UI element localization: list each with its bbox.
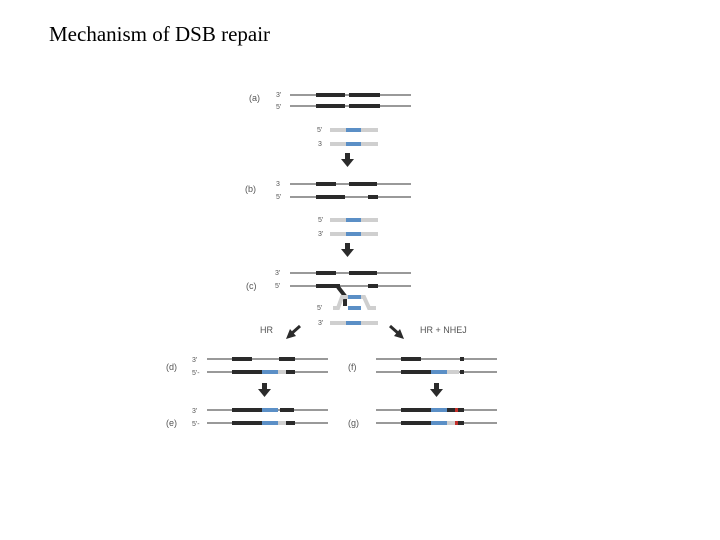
- step-label-g: (g): [348, 418, 359, 428]
- chromosome-segment: [316, 195, 345, 199]
- homology-region: [262, 408, 278, 412]
- step-c: (c) 3' 5' 5' 3': [246, 270, 411, 327]
- homology-region: [348, 306, 361, 310]
- chromosome-segment: [458, 408, 464, 412]
- homology-region: [346, 142, 361, 146]
- homologous-template: [330, 128, 378, 146]
- strand-label-5prime: 5'-: [192, 370, 200, 377]
- homology-region: [431, 408, 447, 412]
- template-segment: [278, 421, 286, 425]
- chromosome-segment: [316, 182, 336, 186]
- chromosome-segment: [232, 370, 262, 374]
- step-a: (a) 3' 5' 5' 3: [249, 92, 411, 148]
- invading-duplex: [290, 271, 411, 306]
- template-segment: [278, 370, 286, 374]
- strand-label-5prime: 5': [276, 194, 281, 201]
- pathway-label-hr-nhej: HR + NHEJ: [420, 325, 467, 335]
- chromosome-segment: [460, 357, 464, 361]
- strand-label-3prime: 3': [192, 408, 197, 415]
- chromosome-segment: [401, 421, 431, 425]
- step-d: (d) 3' 5'-: [166, 357, 328, 377]
- strand-label-5prime: 5': [318, 217, 323, 224]
- step-label-c: (c): [246, 281, 257, 291]
- chromosome-segment: [316, 104, 345, 108]
- down-arrow-icon: [341, 243, 354, 257]
- chromosome-segment: [349, 182, 377, 186]
- strand-label-3prime: 3: [276, 181, 280, 188]
- step-label-e: (e): [166, 418, 177, 428]
- homologous-template: [330, 218, 378, 236]
- step-f: (f): [348, 357, 497, 374]
- chromosome-segment: [286, 421, 295, 425]
- step-label-d: (d): [166, 362, 177, 372]
- chromosome-segment: [458, 421, 464, 425]
- chromosome-segment: [316, 271, 336, 275]
- chromosome-segment: [349, 93, 380, 97]
- strand-label-5prime: 5': [317, 305, 322, 312]
- down-arrow-icon: [430, 383, 443, 397]
- strand-label-5prime: 5': [317, 127, 322, 134]
- chromosome-segment: [316, 93, 345, 97]
- chromosome-segment: [280, 408, 294, 412]
- strand-label-3prime: 3': [275, 270, 280, 277]
- chromosome-segment: [232, 408, 262, 412]
- chromosome-segment: [401, 408, 431, 412]
- chromosome-segment: [279, 357, 295, 361]
- step-label-a: (a): [249, 93, 260, 103]
- step-label-b: (b): [245, 184, 256, 194]
- homology-region: [431, 421, 447, 425]
- homology-region: [348, 295, 361, 299]
- strand-label-5prime: 5': [275, 283, 280, 290]
- template-segment: [447, 421, 455, 425]
- homology-region: [346, 218, 361, 222]
- homology-region: [346, 321, 361, 325]
- chromosome-segment: [368, 284, 378, 288]
- homology-region: [262, 370, 278, 374]
- pathway-label-hr: HR: [260, 325, 273, 335]
- step-b: (b) 3 5' 5' 3': [245, 181, 411, 238]
- chromosome-segment: [286, 370, 295, 374]
- diagonal-arrow-left-icon: [286, 326, 300, 339]
- step-label-f: (f): [348, 362, 357, 372]
- strand-label-3prime: 3': [318, 231, 323, 238]
- chromosome-segment: [447, 408, 455, 412]
- nhej-junction: [455, 408, 458, 412]
- strand-label-5prime: 5'-: [192, 421, 200, 428]
- down-arrow-icon: [258, 383, 271, 397]
- chromosome-segment: [368, 195, 378, 199]
- chromosome-segment: [401, 370, 431, 374]
- strand-label-3prime: 3': [276, 92, 281, 99]
- chromosome-segment: [349, 104, 380, 108]
- strand-label-5prime: 5': [276, 104, 281, 111]
- homologous-template: [330, 321, 378, 325]
- chromosome-segment: [232, 421, 262, 425]
- nhej-junction: [455, 421, 458, 425]
- chromosome-segment: [316, 284, 340, 288]
- step-g: (g): [348, 408, 497, 428]
- strand-label-3prime: 3': [318, 320, 323, 327]
- down-arrow-icon: [341, 153, 354, 167]
- chromosome-segment: [232, 357, 252, 361]
- homology-region: [346, 232, 361, 236]
- broken-duplex: [290, 182, 411, 199]
- strand-label-3prime: 3': [192, 357, 197, 364]
- damaged-duplex: [290, 93, 411, 108]
- diagonal-arrow-right-icon: [390, 326, 404, 339]
- chromosome-segment: [349, 271, 377, 275]
- homology-region: [431, 370, 447, 374]
- homology-region: [262, 421, 278, 425]
- displacement-loop: [333, 295, 376, 310]
- chromosome-segment: [401, 357, 421, 361]
- step-e: (e) 3' 5'-: [166, 408, 328, 428]
- chromosome-segment: [460, 370, 464, 374]
- homology-region: [346, 128, 361, 132]
- strand-label-3prime: 3: [318, 141, 322, 148]
- template-segment: [447, 370, 459, 374]
